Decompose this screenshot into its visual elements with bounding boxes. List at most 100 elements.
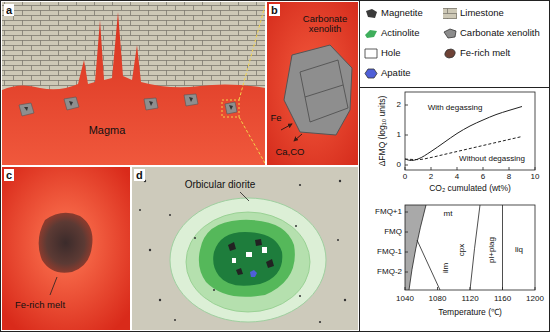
tick-label: FMQ-2	[377, 268, 402, 277]
leader-line	[240, 192, 249, 201]
axis-title: CO₂ cumulated (wt%)	[429, 184, 511, 193]
axis-title: Temperature (℃)	[438, 308, 502, 317]
legend-text: Limestone	[460, 8, 504, 18]
tick-label: 6	[481, 173, 485, 182]
legend-swatch-shape	[366, 9, 377, 18]
legend-swatch-shape	[445, 49, 455, 58]
panel-divider	[360, 87, 550, 88]
host-rock-grain	[149, 249, 151, 251]
leader-line	[50, 277, 57, 295]
orbicular-diorite	[232, 258, 236, 263]
tick-label: FMQ-1	[377, 248, 402, 257]
host-rock-grain	[299, 184, 301, 186]
panel-label: Fe	[270, 113, 281, 123]
tick-label: 10	[531, 173, 540, 182]
legend-entry: Magnetite	[364, 8, 423, 19]
legend-swatch	[443, 8, 457, 19]
tick-label: 0	[403, 173, 407, 182]
chart-curve	[405, 107, 522, 161]
orbicular-diorite	[170, 198, 326, 322]
orbicular-diorite	[228, 242, 236, 251]
exchange-arrow	[281, 124, 292, 130]
field-label: pl+plag	[488, 237, 497, 263]
legend-swatch-shape	[443, 8, 457, 19]
phase-boundary	[409, 205, 503, 290]
xenolith-fragment	[24, 107, 28, 111]
leader-line	[50, 277, 57, 295]
field-label: liq	[515, 246, 523, 255]
field-label: mt	[444, 210, 453, 219]
phase-boundary	[417, 240, 440, 290]
host-rock-grain	[344, 299, 346, 301]
orbicular-diorite	[262, 247, 267, 253]
panel-label: Ca,CO	[275, 147, 304, 157]
tick-label: FMQ+1	[375, 208, 402, 217]
orbicular-diorite	[299, 295, 301, 297]
chart-frame	[405, 105, 535, 170]
xenolith-fragment	[189, 97, 193, 102]
magma-body	[2, 12, 265, 165]
panel-letter: d	[134, 169, 145, 181]
field-label: ilm	[442, 263, 451, 273]
fe-rich-melt-blob	[39, 213, 93, 273]
legend-swatch-shape	[444, 29, 456, 38]
legend-text: Hole	[381, 48, 401, 58]
xenolith-fragment	[19, 94, 237, 116]
legend-swatch-shape	[365, 49, 377, 58]
orbicular-diorite	[246, 252, 252, 257]
host-rock-grain	[169, 214, 171, 216]
limestone-wall	[2, 2, 265, 165]
host-rock	[132, 167, 358, 330]
orbicular-diorite	[236, 268, 243, 275]
tick-label: 1	[397, 131, 401, 140]
xenolith-fragment	[69, 101, 73, 106]
legend-swatch	[443, 48, 457, 59]
stability-field	[405, 205, 426, 290]
carbonate-xenolith	[300, 60, 348, 122]
xenolith-fragment	[64, 97, 79, 110]
leader-line	[240, 192, 249, 201]
tick-label: 2	[429, 173, 433, 182]
legend-swatch	[364, 68, 378, 79]
zoom-frame	[222, 2, 266, 165]
orbicular-diorite	[213, 232, 282, 286]
legend-text: Fe-rich melt	[460, 48, 510, 58]
panel-label: Fe-rich melt	[15, 300, 65, 310]
xenolith-fragment	[149, 101, 153, 106]
legend-text: Apatite	[381, 68, 411, 78]
host-rock-grain	[139, 209, 141, 211]
legend-text: Actinolite	[381, 28, 420, 38]
tick-label: 1160	[494, 295, 511, 304]
host-rock	[132, 167, 358, 330]
chart-curve	[405, 107, 522, 161]
tick-label: 8	[507, 173, 511, 182]
panel-divider	[359, 0, 360, 332]
host-rock-grain	[174, 319, 176, 321]
orbicular-diorite	[199, 220, 295, 297]
tick-label: 0	[397, 161, 401, 170]
panel-letter: a	[4, 4, 14, 16]
host-rock-grain	[139, 180, 346, 323]
carbonate-xenolith	[284, 45, 352, 135]
chart-frame	[405, 212, 535, 290]
zoom-frame	[239, 2, 266, 100]
orbicular-diorite	[255, 239, 262, 246]
phase-boundary	[502, 205, 503, 290]
panel-label: Magma	[89, 124, 126, 136]
illustration-panel: cFe-rich melt	[2, 167, 130, 330]
legend-swatch-shape	[365, 69, 377, 78]
zoom-frame	[222, 100, 239, 117]
magma-body	[2, 12, 265, 165]
melt-background	[267, 2, 358, 165]
tick-label: 2	[397, 101, 401, 110]
orbicular-diorite	[186, 212, 310, 312]
illustration-panel: aMagma	[2, 2, 265, 165]
orbicular-diorite	[170, 198, 326, 322]
legend-entry: Apatite	[364, 68, 411, 79]
illustration-panel: dOrbicular diorite	[132, 167, 358, 330]
chart-frame	[405, 205, 535, 290]
legend-entry: Limestone	[443, 8, 504, 19]
orbicular-diorite	[213, 289, 215, 291]
legend-text: Carbonate xenolith	[460, 28, 540, 38]
